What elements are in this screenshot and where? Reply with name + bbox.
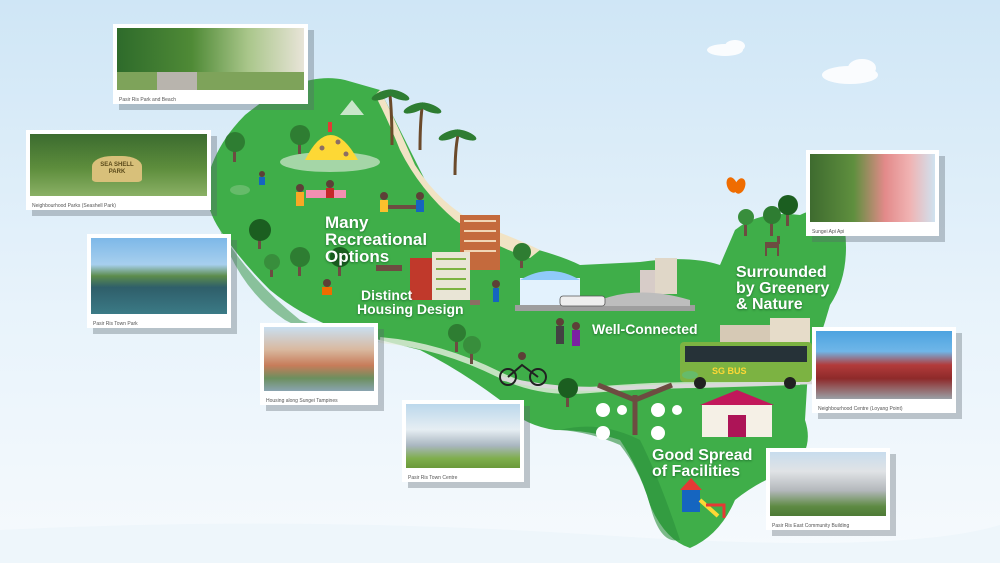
kids-playground-icon (680, 478, 726, 518)
label-line: Housing Design (357, 301, 464, 317)
palm-leaves-icon (371, 89, 477, 141)
label-facilities: Good Spread of Facilities (652, 448, 752, 480)
bus-icon (680, 342, 812, 389)
photo-caption: Pasir Ris Town Centre (408, 475, 458, 481)
label-line: Recreational (325, 230, 428, 249)
cloud-icon (707, 40, 878, 84)
cyclist-icon (499, 363, 547, 386)
photo-community-building: Pasir Ris East Community Building (766, 448, 890, 530)
cyclist-head (518, 352, 526, 360)
photo-town-park: Pasir Ris Town Park (87, 234, 231, 328)
palm-tree-icon (388, 94, 460, 176)
tree-sculpture-icon (597, 382, 673, 435)
bus-brand-text: SG BUS (712, 366, 747, 376)
island-shade (560, 426, 680, 541)
bench-icon (376, 265, 402, 271)
label-line: Options (325, 247, 390, 266)
grass (117, 72, 304, 90)
tent-icon (340, 100, 364, 115)
mrt-station-icon (515, 271, 695, 311)
couple-walking-icon (556, 318, 580, 346)
photo-sungei-api-api: Sungei Api Api (806, 150, 939, 236)
path (157, 72, 197, 90)
playground-icon (280, 122, 380, 172)
deer-icon (765, 236, 780, 256)
photo-caption: Neighbourhood Parks (Seashell Park) (32, 203, 116, 209)
label-line: of Facilities (652, 463, 741, 480)
photo-seashell-park: SEA SHELL PARK Neighbourhood Parks (Seas… (26, 130, 211, 210)
label-housing-design: Distinct Housing Design (357, 288, 464, 316)
photo-caption: Pasir Ris Town Park (93, 321, 138, 327)
label-line: Good Spread (652, 447, 753, 464)
photo-caption: Pasir Ris Park and Beach (119, 97, 176, 103)
label-recreational-options: Many Recreational Options (325, 214, 427, 265)
label-line: Many (325, 213, 369, 232)
tree-icon (225, 125, 798, 407)
photo-caption: Sungei Api Api (812, 229, 845, 235)
label-line: Distinct (361, 287, 413, 303)
label-line: by Greenery (736, 280, 830, 297)
label-line: & Nature (736, 296, 803, 313)
island-shade-left (220, 230, 380, 343)
photo-caption: Pasir Ris East Community Building (772, 523, 850, 529)
photo-caption: Neighbourhood Centre (Loyang Point) (818, 406, 903, 412)
people-table-icon (380, 192, 424, 212)
photo-town-centre: Pasir Ris Town Centre (402, 400, 524, 482)
photo-park-beach: Pasir Ris Park and Beach (113, 24, 308, 104)
label-greenery-nature: Surrounded by Greenery & Nature (736, 265, 829, 313)
facility-icons (596, 403, 682, 440)
person-reading-icon (322, 279, 332, 295)
label-line: Well-Connected (592, 321, 698, 337)
seashell-park-sign: SEA SHELL PARK (92, 156, 142, 182)
sea-band (0, 523, 1000, 563)
bush-icon (230, 185, 698, 379)
label-line: Surrounded (736, 264, 827, 281)
label-well-connected: Well-Connected (592, 322, 698, 336)
sign-line-1: SEA SHELL (100, 162, 134, 168)
people-picnic-icon (259, 171, 346, 206)
community-building-icon (700, 390, 774, 437)
photo-caption: Housing along Sungei Tampines (266, 398, 338, 404)
hdb-building-icon (410, 215, 500, 300)
photo-housing-tampines: Housing along Sungei Tampines (260, 323, 378, 405)
butterfly-icon (726, 177, 746, 194)
island-landmass (206, 78, 846, 548)
person-walking-dog-icon (470, 280, 500, 305)
sign-line-2: PARK (108, 168, 126, 175)
photo-neighbourhood-centre: Neighbourhood Centre (Loyang Point) (812, 327, 956, 413)
